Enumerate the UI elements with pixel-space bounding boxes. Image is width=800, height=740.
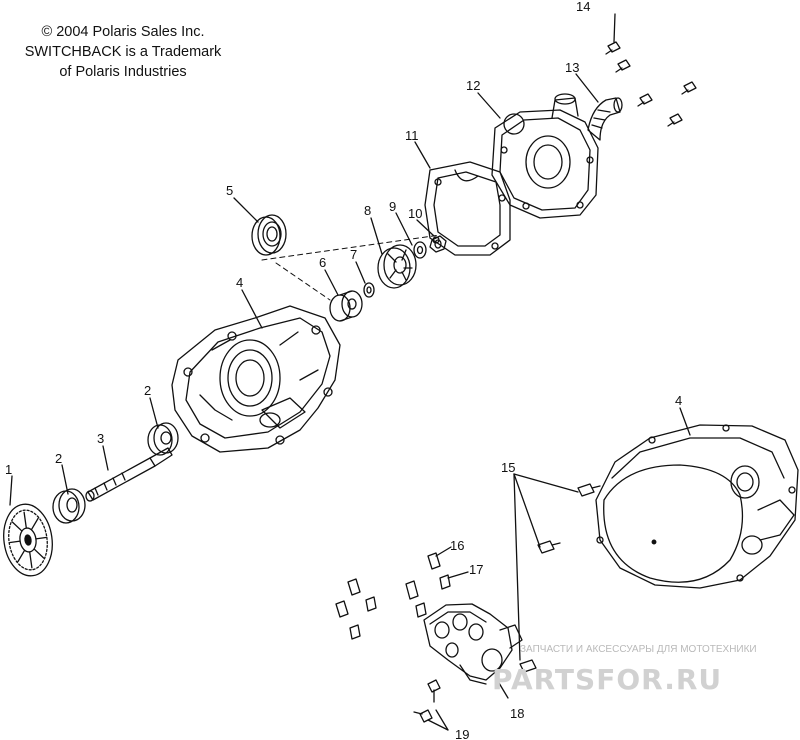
callout-9: 9	[389, 199, 396, 214]
callout-8: 8	[364, 203, 371, 218]
callout-10: 10	[408, 206, 422, 221]
part-7-ring	[363, 282, 375, 298]
watermark: ЗАПЧАСТИ И АКСЕССУАРЫ ДЛЯ МОТОТЕХНИКИ PA…	[492, 644, 757, 696]
part-18-manifold	[423, 603, 523, 685]
callout-18: 18	[510, 706, 524, 721]
callout-2: 2	[55, 451, 62, 466]
part-16-17-sleeves	[335, 552, 451, 640]
part-6-bushing	[329, 290, 363, 322]
callout-3: 3	[97, 431, 104, 446]
callout-5: 5	[226, 183, 233, 198]
callout-19: 19	[455, 727, 469, 740]
watermark-brand: PARTSFOR.RU	[492, 663, 722, 696]
callout-11: 11	[405, 128, 419, 143]
part-4-housing	[171, 305, 341, 453]
callout-6: 6	[319, 255, 326, 270]
copyright-line: © 2004 Polaris Sales Inc.	[41, 24, 205, 40]
callout-1: 1	[5, 462, 12, 477]
callout-15: 15	[501, 460, 515, 475]
callout-16: 16	[450, 538, 464, 553]
watermark-subtitle: ЗАПЧАСТИ И АКСЕССУАРЫ ДЛЯ МОТОТЕХНИКИ	[520, 644, 757, 655]
callout-17: 17	[469, 562, 483, 577]
leader-lines	[9, 13, 691, 731]
callout-13: 13	[565, 60, 579, 75]
trademark-owner-line: of Polaris Industries	[59, 64, 187, 80]
callout-7: 7	[350, 247, 357, 262]
part-19-screws	[413, 679, 441, 723]
part-2-bearing	[147, 422, 179, 456]
part-14-screws	[605, 41, 697, 127]
shaft-axis-dash	[261, 234, 441, 261]
part-15-bolts	[519, 483, 601, 673]
part-2-bearing	[52, 488, 86, 524]
copyright-notice: © 2004 Polaris Sales Inc. SWITCHBACK is …	[8, 22, 238, 82]
part-10-nut	[429, 235, 447, 253]
callout-14: 14	[576, 0, 590, 14]
part-12-pump-cover	[491, 93, 599, 219]
shaft-axis-dash	[275, 262, 331, 301]
part-9-washer	[413, 241, 427, 259]
part-3-shaft	[85, 447, 173, 502]
part-5-seal	[251, 214, 287, 256]
callout-4: 4	[675, 393, 682, 408]
part-1-gear	[3, 503, 53, 577]
callout-labels: 1 2 3 2 4 5 6 7 8 9 10 11 12 13 14 4 15 …	[5, 0, 682, 740]
part-13-hose-elbow	[587, 97, 623, 141]
part-11-gasket	[424, 161, 511, 256]
callout-2: 2	[144, 383, 151, 398]
callout-12: 12	[466, 78, 480, 93]
part-8-impeller	[377, 244, 417, 289]
callout-4: 4	[236, 275, 243, 290]
trademark-line: SWITCHBACK is a Trademark	[24, 44, 222, 60]
part-4-cover	[595, 424, 799, 589]
